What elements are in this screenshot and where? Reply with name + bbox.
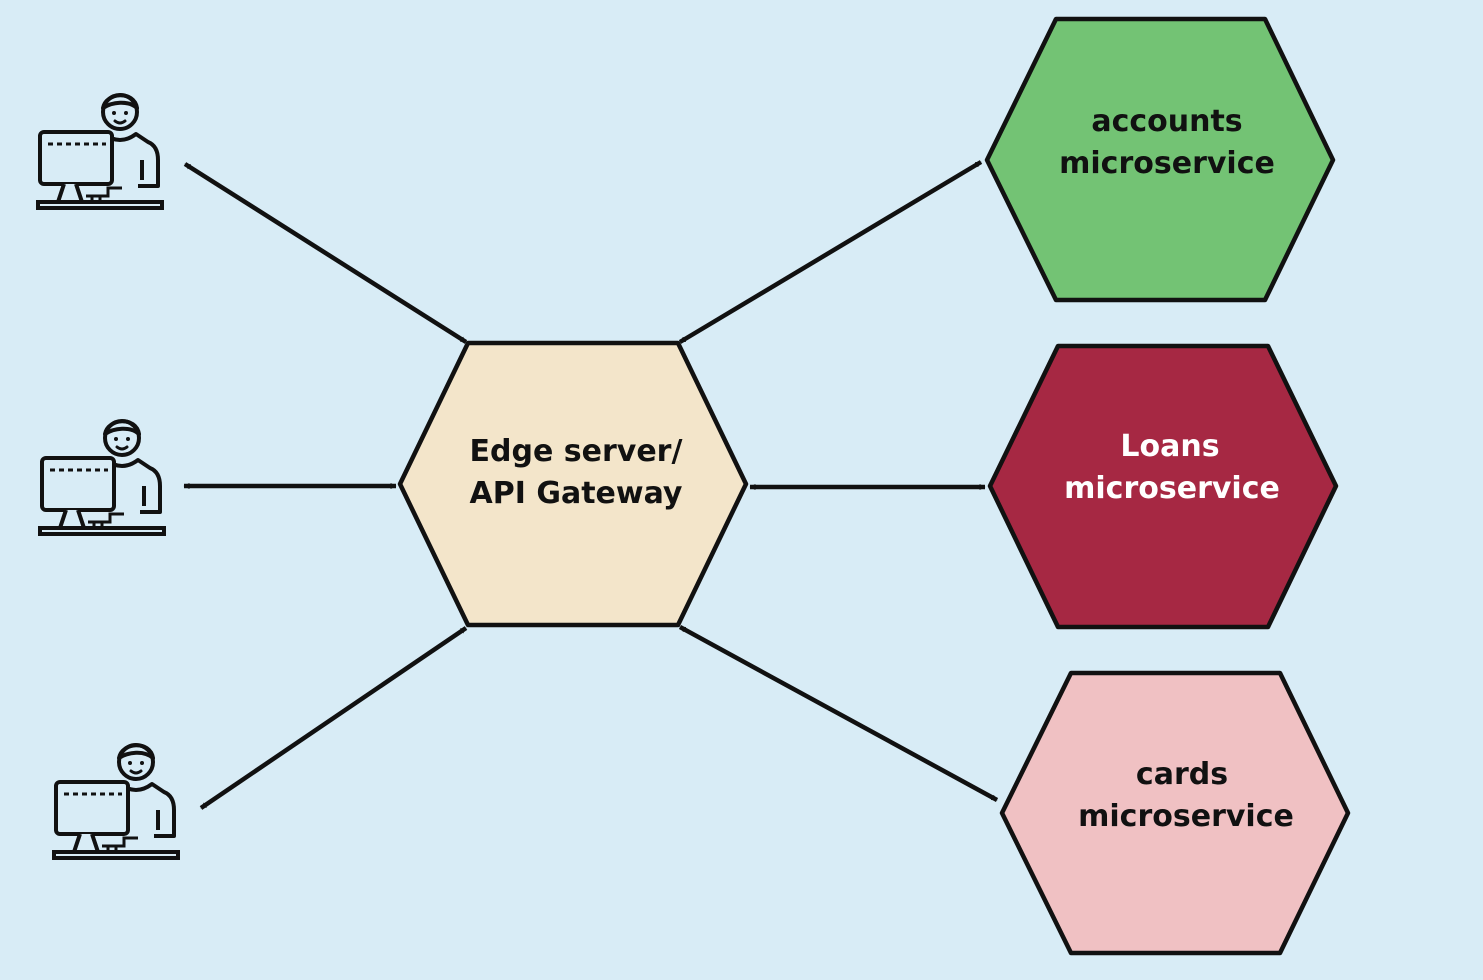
loans-hexagon <box>987 343 1339 630</box>
loans-label-line2: microservice <box>1064 471 1280 506</box>
gateway-label-line2: API Gateway <box>470 476 683 511</box>
user-at-computer-icon <box>36 93 164 210</box>
gateway-hexagon <box>397 340 749 628</box>
gateway-label-line1: Edge server/ <box>470 434 683 469</box>
gateway-node: Edge server/ API Gateway <box>397 340 749 628</box>
arrow-client3-gateway <box>199 626 468 810</box>
arrow-client1-gateway <box>183 162 468 344</box>
loans-label-line1: Loans <box>1120 429 1219 464</box>
accounts-hexagon <box>984 16 1336 303</box>
accounts-label-line2: microservice <box>1059 146 1275 181</box>
arrow-gateway-accounts <box>678 160 983 344</box>
cards-service-node: cards microservice <box>999 670 1351 956</box>
client-user-2 <box>38 419 166 536</box>
accounts-service-node: accounts microservice <box>984 16 1336 303</box>
user-at-computer-icon <box>52 743 180 860</box>
arrow-gateway-cards <box>678 625 999 802</box>
user-at-computer-icon <box>38 419 166 536</box>
cards-label-line1: cards <box>1136 757 1228 792</box>
client-user-1 <box>36 93 164 210</box>
cards-hexagon <box>999 670 1351 956</box>
client-user-3 <box>52 743 180 860</box>
loans-service-node: Loans microservice <box>987 343 1339 630</box>
accounts-label-line1: accounts <box>1091 104 1242 139</box>
cards-label-line2: microservice <box>1078 799 1294 834</box>
